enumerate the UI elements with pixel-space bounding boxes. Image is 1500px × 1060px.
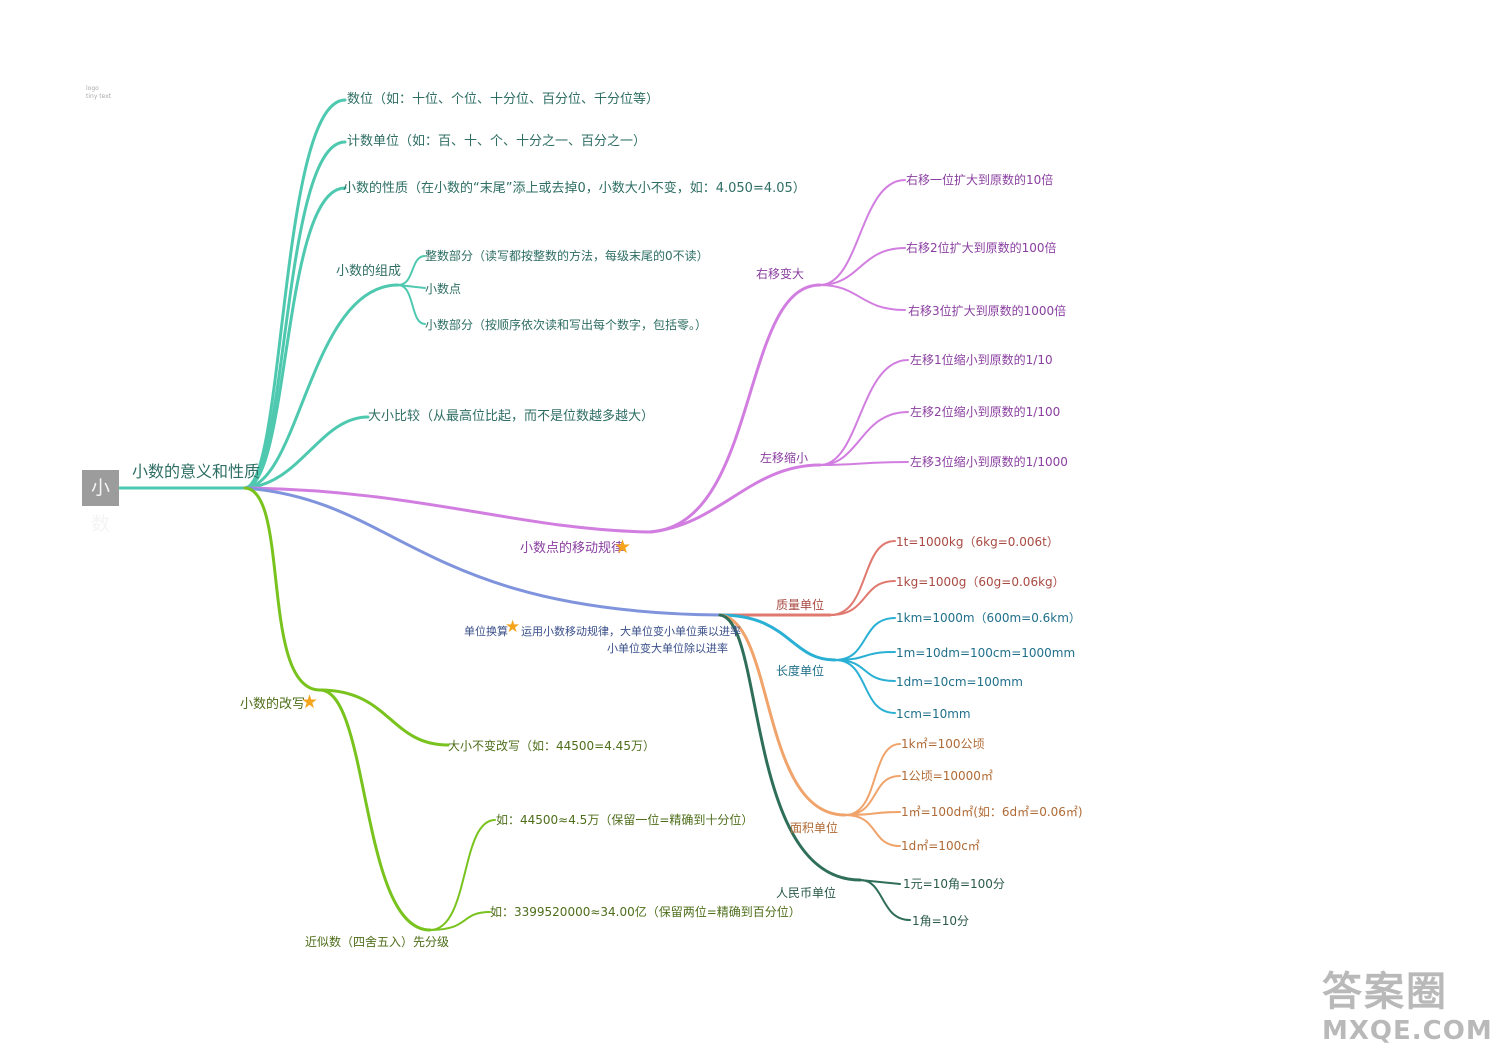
root-node[interactable]: 小数 (82, 470, 119, 535)
star-icon: ★ (301, 691, 319, 713)
node-unit-conversion[interactable]: 单位换算 (464, 625, 508, 638)
node-approx[interactable]: 近似数（四舍五入）先分级 (305, 935, 450, 949)
node-left-3[interactable]: 左移3位缩小到原数的1/1000 (910, 455, 1068, 469)
node-length-4[interactable]: 1cm=10mm (896, 707, 971, 721)
node-rmb-1[interactable]: 1元=10角=100分 (903, 877, 1005, 891)
node-right-move[interactable]: 右移变大 (756, 267, 805, 281)
branch-title-node[interactable]: 小数的意义和性质 (132, 462, 261, 481)
node-mass-unit[interactable]: 质量单位 (776, 598, 825, 612)
node-area-4[interactable]: 1d㎡=100c㎡ (901, 839, 980, 853)
node-left-2[interactable]: 左移2位缩小到原数的1/100 (910, 405, 1061, 419)
node-move-rules[interactable]: 小数点的移动规律 (520, 541, 625, 556)
node-area-3[interactable]: 1㎡=100d㎡(如：6d㎡=0.06㎡) (901, 805, 1083, 819)
node-daxiao-bijiao[interactable]: 大小比较（从最高位比起，而不是位数越多越大） (368, 409, 655, 424)
node-zhengshu-bufen[interactable]: 整数部分（读写都按整数的方法，每级末尾的0不读） (425, 249, 709, 263)
node-rmb-unit[interactable]: 人民币单位 (776, 886, 837, 900)
node-approx-ex2[interactable]: 如：3399520000≈34.00亿（保留两位=精确到百分位） (490, 905, 801, 919)
composition-connectors (397, 255, 426, 325)
unit-rule-2: 小单位变大单位除以进率 (607, 642, 728, 655)
logo-mark: logo tiny text (86, 85, 112, 100)
node-right-1[interactable]: 右移一位扩大到原数的10倍 (906, 173, 1054, 187)
node-length-3[interactable]: 1dm=10cm=100mm (896, 675, 1023, 689)
node-xiaoshudian[interactable]: 小数点 (425, 282, 462, 296)
node-left-move[interactable]: 左移缩小 (760, 451, 809, 465)
purple-connectors (243, 283, 822, 534)
node-length-1[interactable]: 1km=1000m（600m=0.6km） (896, 611, 1081, 625)
node-mass-1[interactable]: 1t=1000kg（6kg=0.006t） (896, 535, 1059, 549)
node-left-1[interactable]: 左移1位缩小到原数的1/10 (910, 353, 1053, 367)
node-xiaoshu-zucheng[interactable]: 小数的组成 (336, 264, 402, 279)
node-size-unchanged[interactable]: 大小不变改写（如：44500=4.45万） (448, 739, 655, 753)
node-area-1[interactable]: 1k㎡=100公顷 (901, 737, 985, 751)
node-area-2[interactable]: 1公顷=10000㎡ (901, 769, 993, 783)
node-jishu-danwei[interactable]: 计数单位（如：百、十、个、十分之一、百分之一） (347, 134, 647, 149)
node-xiaoshu-bufen[interactable]: 小数部分（按顺序依次读和写出每个数字，包括零。） (425, 318, 708, 332)
star-icon: ★ (614, 536, 632, 558)
node-length-unit[interactable]: 长度单位 (776, 664, 825, 678)
node-area-unit[interactable]: 面积单位 (790, 821, 839, 835)
blue-connector (243, 486, 722, 617)
star-icon: ★ (505, 617, 521, 637)
node-length-2[interactable]: 1m=10dm=100cm=1000mm (896, 646, 1076, 660)
watermark: 答案圈 MXQE.COM (1322, 969, 1493, 1046)
node-right-2[interactable]: 右移2位扩大到原数的100倍 (906, 241, 1057, 255)
node-rewrite[interactable]: 小数的改写 (240, 697, 306, 712)
node-mass-2[interactable]: 1kg=1000g（60g=0.06kg） (896, 575, 1065, 589)
unit-rule-1: 运用小数移动规律，大单位变小单位乘以进率 (521, 625, 741, 638)
node-shuwei[interactable]: 数位（如：十位、个位、十分位、百分位、千分位等） (347, 92, 660, 107)
node-rmb-2[interactable]: 1角=10分 (912, 914, 969, 928)
node-right-3[interactable]: 右移3位扩大到原数的1000倍 (908, 304, 1067, 318)
node-xiaoshu-xingzhi[interactable]: 小数的性质（在小数的“末尾”添上或去掉0，小数大小不变，如：4.050=4.05… (343, 181, 806, 196)
teal-connectors (118, 98, 400, 490)
node-approx-ex1[interactable]: 如：44500≈4.5万（保留一位=精确到十分位） (496, 813, 754, 827)
green-connectors (243, 486, 450, 932)
